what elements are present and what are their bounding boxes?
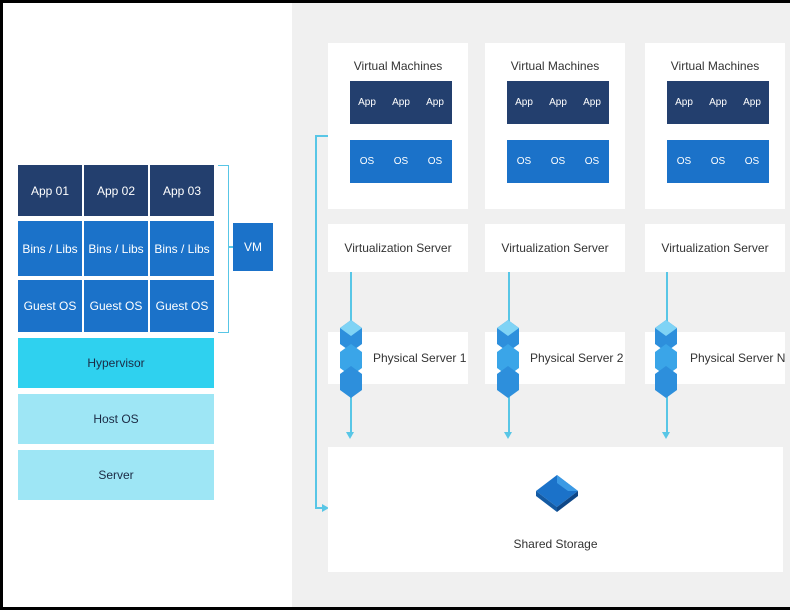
guest-os-03-label: Guest OS [155,299,209,313]
vm-bracket-tick [229,246,233,248]
vm2-app-2-label: App [549,97,567,108]
app-03-label: App 03 [162,183,202,198]
vm1-app-3: App [418,81,452,124]
bins-libs-03-block: Bins / Libs [150,221,214,276]
shared-storage-label: Shared Storage [513,537,598,551]
hypervisor-label: Hypervisor [87,356,145,370]
server3-arrow [662,432,670,439]
server-stack-icon [497,320,519,398]
guest-os-02-label: Guest OS [89,299,143,313]
vm2-os-1: OS [507,140,541,183]
vm2-app-1-label: App [515,97,533,108]
guest-os-03-block: Guest OS [150,280,214,332]
app-02-label: App 02 [96,183,136,198]
physical-server-3-label: Physical Server N [690,351,786,365]
server1-arrow [346,432,354,439]
bins-libs-02-label: Bins / Libs [88,241,144,256]
bins-libs-01-label: Bins / Libs [22,241,78,256]
virtualization-server-2-label: Virtualization Server [501,241,609,255]
hypervisor-block: Hypervisor [18,338,214,388]
vm2-app-1: App [507,81,541,124]
vm3-app-3-label: App [743,97,761,108]
physical-server-1-label: Physical Server 1 [373,351,467,365]
vm1-os-3: OS [418,140,452,183]
storage-icon [536,475,578,512]
physical-server-2-label: Physical Server 2 [530,351,624,365]
vm1-app-2: App [384,81,418,124]
vm2-os-2-label: OS [550,156,566,167]
virtualization-server-2: Virtualization Server [485,224,625,272]
app-03-block: App 03 [150,165,214,216]
app-01-label: App 01 [30,183,70,198]
vm3-app-1-label: App [675,97,693,108]
host-os-label: Host OS [93,412,139,426]
vm3-os-3: OS [735,140,769,183]
vm1-os-2: OS [384,140,418,183]
server-label: Server [98,468,134,482]
server-stack-icon [340,320,362,398]
storage-connector-arrow [322,504,329,512]
vm2-app-3-label: App [583,97,601,108]
vm2-os-1-label: OS [516,156,532,167]
vm2-app-2: App [541,81,575,124]
vm3-app-2: App [701,81,735,124]
server-stack-icon [655,320,677,398]
vm3-app-3: App [735,81,769,124]
vm1-os-2-label: OS [393,156,409,167]
bins-libs-03-label: Bins / Libs [154,241,210,256]
storage-connector-top [315,135,329,137]
vm1-os-1-label: OS [359,156,375,167]
vm2-os-3: OS [575,140,609,183]
vm3-app-2-label: App [709,97,727,108]
vm-title-3: Virtual Machines [670,59,760,73]
vm1-app-3-label: App [426,97,444,108]
app-02-block: App 02 [84,165,148,216]
vm-block: VM [233,223,273,271]
guest-os-01-block: Guest OS [18,280,82,332]
guest-os-02-block: Guest OS [84,280,148,332]
vm1-app-1: App [350,81,384,124]
vm-box-3: Virtual Machines App App App OS OS OS [645,43,785,209]
vm2-os-2: OS [541,140,575,183]
guest-os-01-label: Guest OS [23,299,77,313]
vm2-os-3-label: OS [584,156,600,167]
vm3-os-1-label: OS [676,156,692,167]
server-block: Server [18,450,214,500]
storage-connector-line [315,135,317,508]
vm-box-1: Virtual Machines App App App OS OS OS [328,43,468,209]
vm3-os-2-label: OS [710,156,726,167]
bins-libs-01-block: Bins / Libs [18,221,82,276]
vm3-os-3-label: OS [744,156,760,167]
virtualization-server-3-label: Virtualization Server [661,241,769,255]
bins-libs-02-block: Bins / Libs [84,221,148,276]
virtualization-server-1: Virtualization Server [328,224,468,272]
storage-connector-bottom [315,507,323,509]
shared-storage-box: Shared Storage [328,447,783,572]
vm-title-1: Virtual Machines [353,59,443,73]
server2-arrow [504,432,512,439]
vm3-os-2: OS [701,140,735,183]
vm-label: VM [244,240,262,254]
vm2-app-3: App [575,81,609,124]
virtualization-server-3: Virtualization Server [645,224,785,272]
vm-box-2: Virtual Machines App App App OS OS OS [485,43,625,209]
vm1-os-3-label: OS [427,156,443,167]
host-os-block: Host OS [18,394,214,444]
vm3-app-1: App [667,81,701,124]
vm-title-2: Virtual Machines [510,59,600,73]
app-01-block: App 01 [18,165,82,216]
vm1-app-2-label: App [392,97,410,108]
vm1-os-1: OS [350,140,384,183]
vm3-os-1: OS [667,140,701,183]
vm1-app-1-label: App [358,97,376,108]
vm-bracket [218,165,229,333]
virtualization-server-1-label: Virtualization Server [344,241,452,255]
